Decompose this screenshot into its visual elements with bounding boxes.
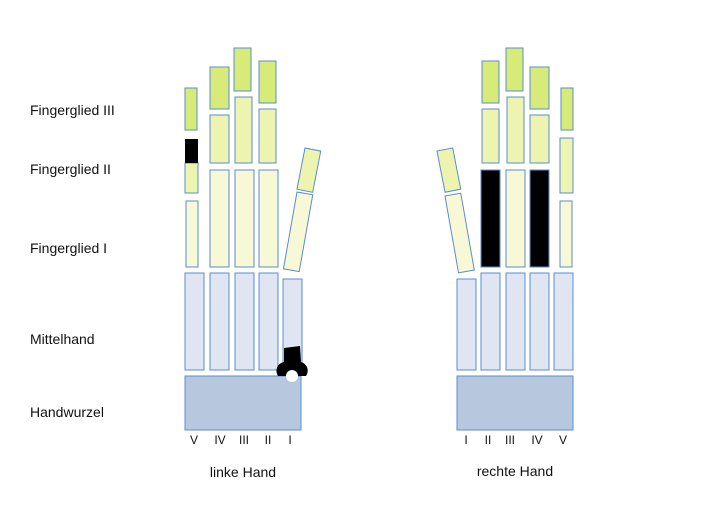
right-v-phalanx-2: [559, 137, 574, 194]
right-i-phalanx-1: [444, 192, 475, 274]
right-hand: [436, 47, 574, 431]
right-v-phalanx-1: [559, 200, 573, 268]
right-iii-metacarpal: [505, 272, 526, 371]
right-digit-label: V: [559, 433, 567, 447]
right-iv-phalanx-3: [529, 66, 550, 110]
left-digit-label: II: [265, 433, 272, 447]
right-iii-phalanx-1: [505, 169, 526, 268]
left-iii-phalanx-1: [234, 169, 255, 268]
left-iv-metacarpal: [209, 272, 230, 371]
left-iii-metacarpal: [234, 272, 255, 371]
left-i-metacarpal-marked: [276, 346, 308, 376]
left-v-metacarpal: [184, 272, 205, 371]
left-digit-label: IV: [214, 433, 225, 447]
left-i-phalanx-1: [282, 191, 314, 273]
right-digit-label: III: [505, 433, 515, 447]
left-v-phalanx-2-lower: [184, 162, 199, 194]
right-iii-phalanx-3: [505, 47, 524, 92]
left-iii-phalanx-3: [233, 47, 252, 92]
right-v-phalanx-3: [560, 87, 574, 131]
right-digit-label: IV: [531, 433, 542, 447]
left-i-marked-ring: [286, 370, 298, 382]
right-ii-metacarpal: [480, 272, 501, 371]
left-digit-label: V: [190, 433, 198, 447]
right-ii-phalanx-3: [481, 60, 500, 104]
left-v-phalanx-3: [184, 87, 198, 131]
left-hand: [184, 47, 322, 431]
right-iv-metacarpal: [529, 272, 550, 371]
row-label-phalanx-3: Fingerglied III: [30, 102, 115, 118]
left-digit-labels: V IV III II I: [190, 433, 292, 447]
left-v-phalanx-1: [185, 200, 199, 268]
right-v-metacarpal: [553, 272, 574, 371]
right-digit-label: II: [485, 433, 492, 447]
left-iv-phalanx-3: [209, 66, 230, 110]
left-v-phalanx-2-marked: [185, 139, 198, 163]
right-digit-label: I: [464, 433, 467, 447]
left-ii-phalanx-2: [258, 108, 277, 164]
right-iii-phalanx-2: [506, 96, 525, 164]
right-i-phalanx-2: [436, 147, 462, 193]
right-iv-phalanx-1-marked: [529, 169, 550, 268]
left-iv-phalanx-2: [209, 114, 230, 164]
right-i-metacarpal: [456, 278, 477, 371]
row-label-carpus: Handwurzel: [30, 404, 104, 420]
row-label-phalanx-1: Fingerglied I: [30, 240, 108, 256]
right-carpus: [456, 375, 574, 431]
left-hand-caption: linke Hand: [209, 464, 277, 480]
left-iv-phalanx-1: [209, 169, 230, 268]
right-ii-phalanx-1-marked: [480, 169, 501, 268]
left-digit-label: I: [288, 433, 291, 447]
right-ii-phalanx-2: [481, 108, 500, 164]
left-digit-label: III: [239, 433, 249, 447]
row-label-phalanx-2: Fingerglied II: [30, 161, 111, 177]
left-i-phalanx-2: [296, 147, 322, 193]
row-label-metacarpus: Mittelhand: [30, 331, 95, 347]
right-iv-phalanx-2: [529, 114, 550, 164]
left-ii-phalanx-3: [258, 60, 277, 104]
left-iii-phalanx-2: [234, 96, 253, 164]
left-carpus: [184, 375, 302, 431]
left-ii-phalanx-1: [258, 169, 279, 268]
right-hand-caption: rechte Hand: [476, 463, 554, 479]
right-digit-labels: I II III IV V: [464, 433, 567, 447]
left-ii-metacarpal: [258, 272, 279, 371]
